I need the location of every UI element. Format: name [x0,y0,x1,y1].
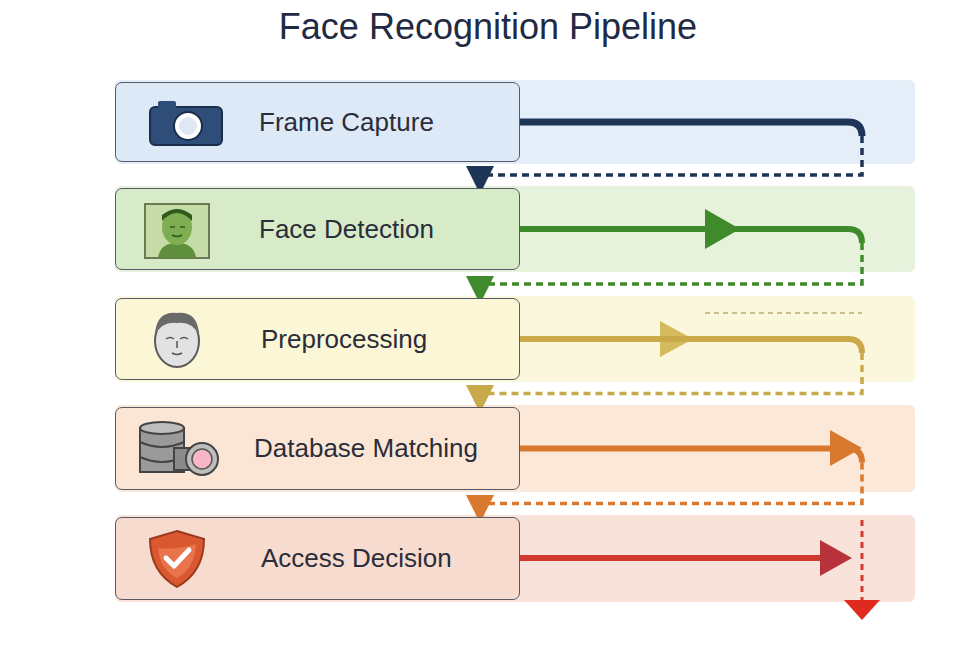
arrowhead [844,600,880,620]
process-box: Access Decision [115,517,520,600]
camera-icon [146,97,226,147]
exit-arrow [520,555,830,561]
grey-face-icon [142,307,212,371]
step-label: Frame Capture [259,107,434,138]
database-icon [136,420,226,480]
flow-connector [480,339,862,406]
exit-line [861,520,864,600]
step-label: Preprocessing [261,324,427,355]
band [115,405,915,492]
face-icon [142,201,212,261]
band [115,515,915,602]
step-label: Access Decision [261,543,452,574]
flow-connector [480,122,862,187]
band [115,296,915,382]
arrowhead [820,540,852,576]
shield-icon [144,528,210,590]
flow-connector [480,229,862,297]
diagram-title: Face Recognition Pipeline [0,6,976,48]
process-box: Preprocessing [115,298,520,380]
flow-connector [480,449,862,517]
guide-line [705,312,862,314]
process-box: Frame Capture [115,82,520,162]
process-box: Database Matching [115,407,520,490]
step-label: Face Detection [259,214,434,245]
band [115,186,915,272]
process-box: Face Detection [115,188,520,270]
band [115,80,915,164]
step-label: Database Matching [254,433,478,464]
